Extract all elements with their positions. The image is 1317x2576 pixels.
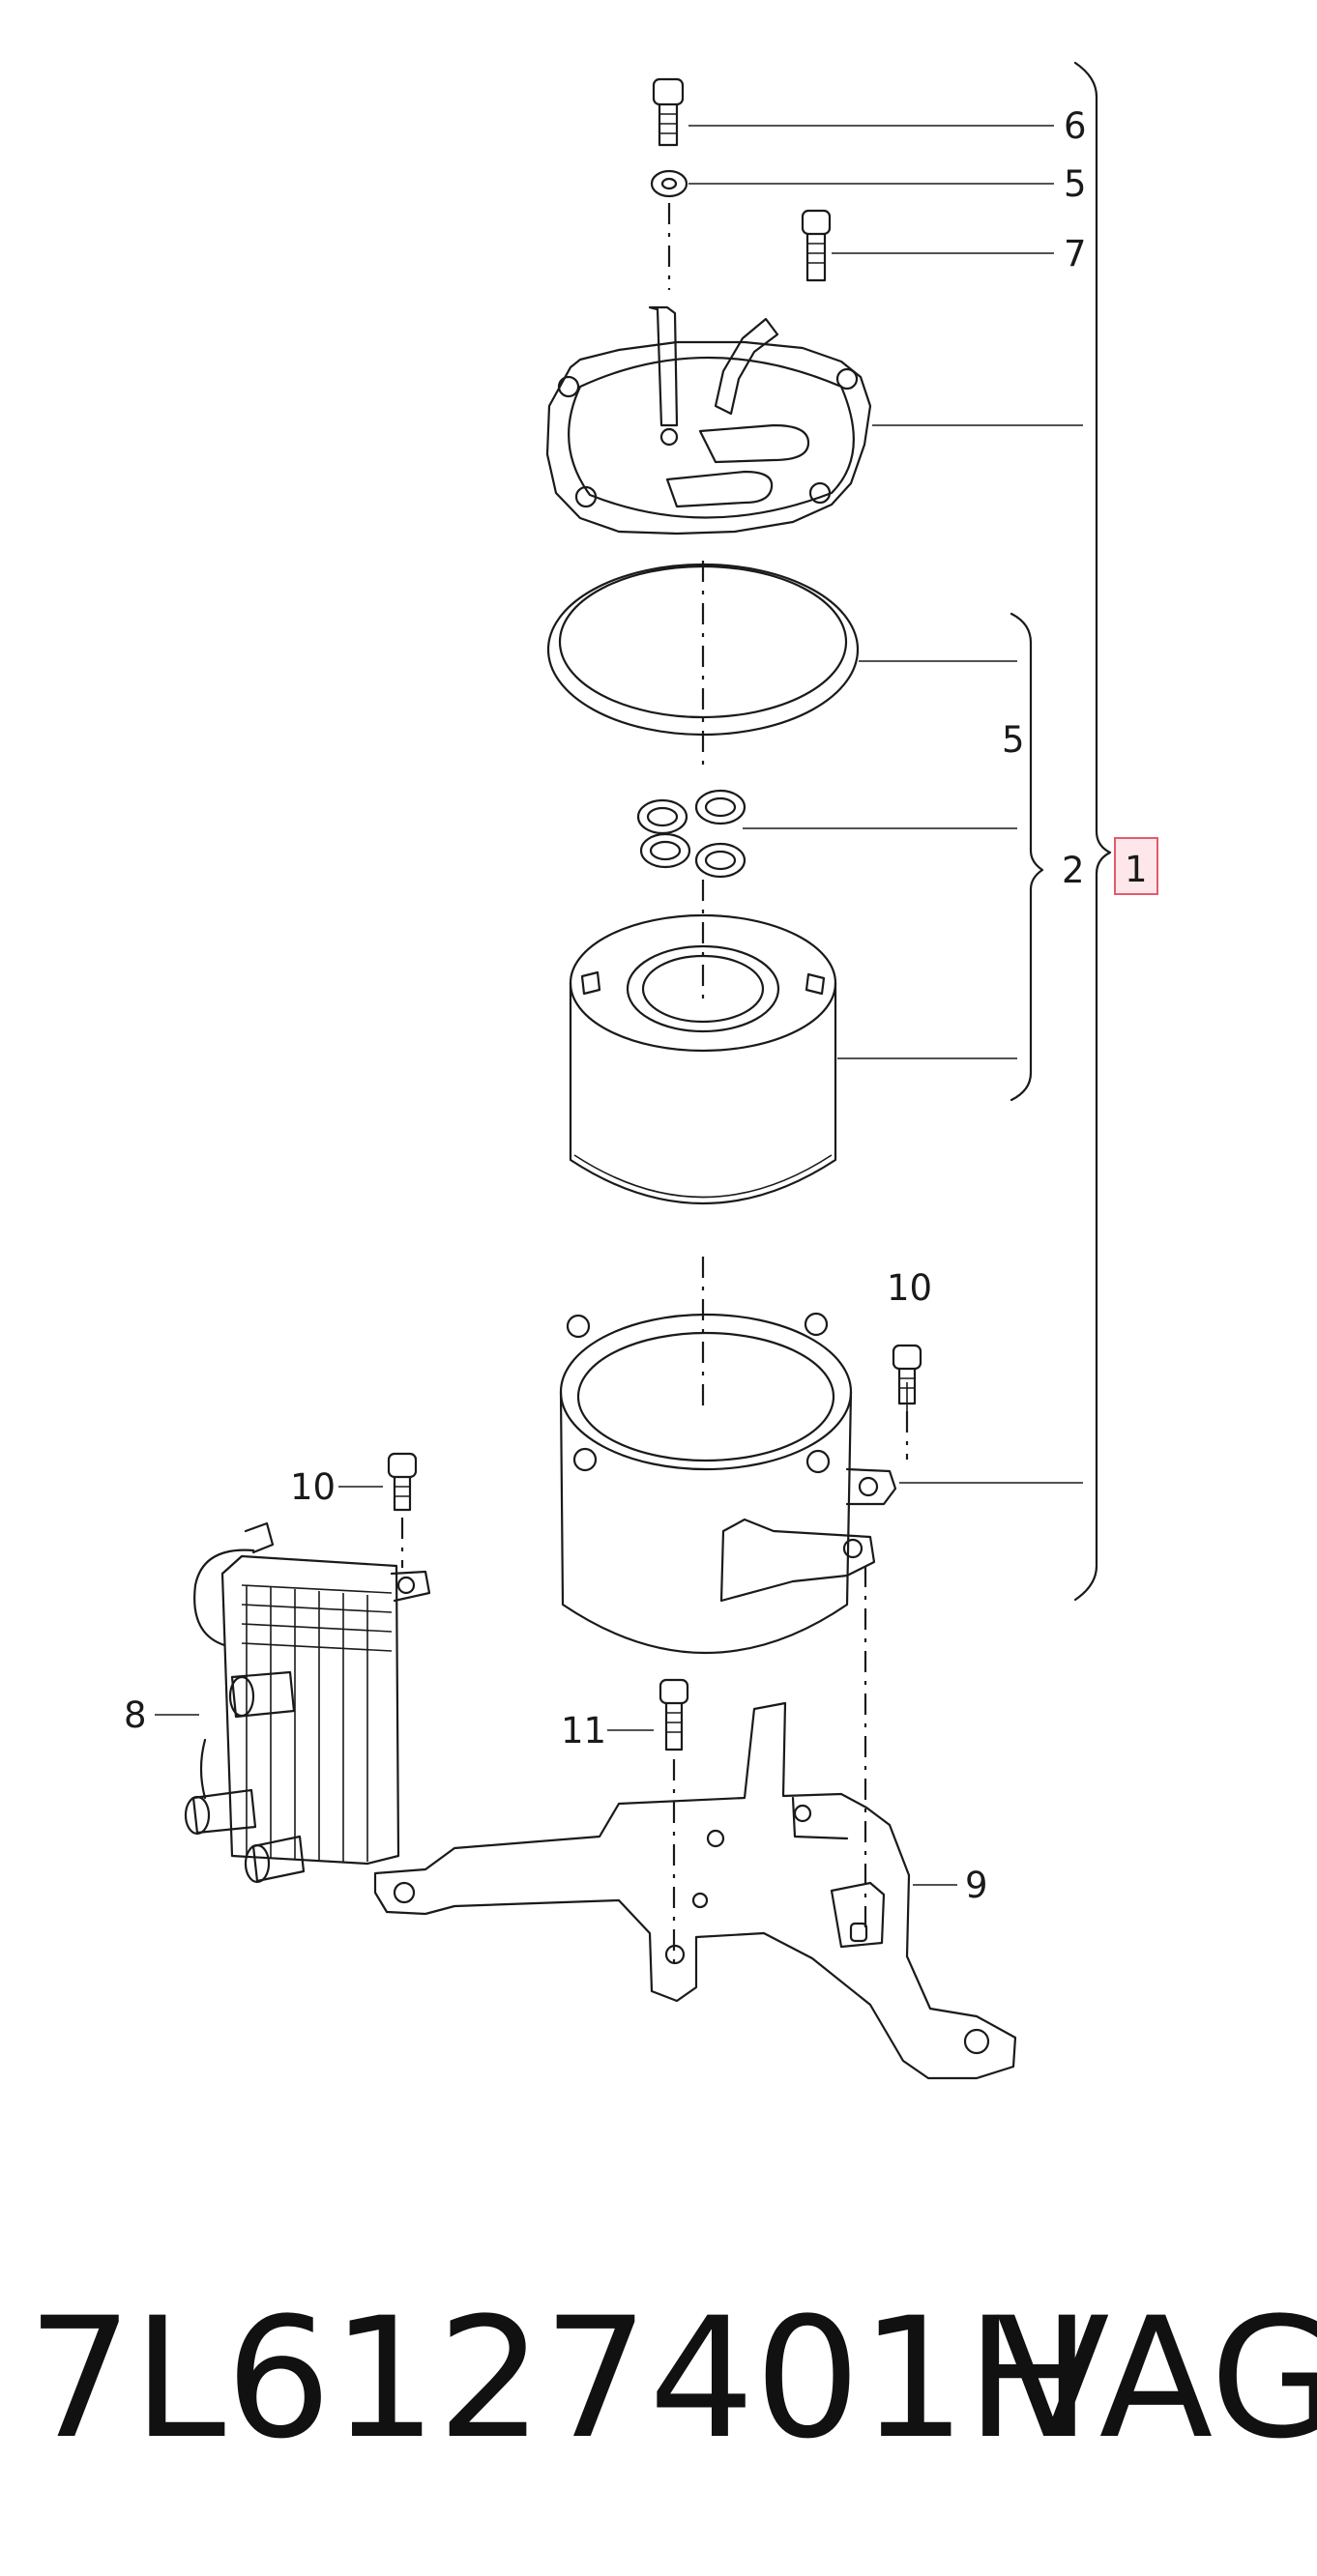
callout-1-highlight <box>1114 837 1158 895</box>
callout-6: 6 <box>1064 105 1087 147</box>
brace-group-2 <box>1010 612 1044 1102</box>
leader-lines <box>155 125 1083 1886</box>
washer-5 <box>650 169 688 198</box>
bolt-11 <box>658 1678 689 1751</box>
oil-cooler <box>184 1521 431 1884</box>
callout-5-washer: 5 <box>1064 163 1087 205</box>
brace-group-1 <box>1073 61 1112 1602</box>
filter-housing <box>559 1312 897 1654</box>
callout-10-left: 10 <box>290 1466 336 1508</box>
callout-7: 7 <box>1064 233 1087 275</box>
filter-lid <box>545 305 872 535</box>
bolt-10-left <box>387 1452 418 1512</box>
bolt-7 <box>801 209 832 282</box>
callout-10-right: 10 <box>887 1267 932 1309</box>
part-number: 7L6127401H <box>27 2281 1092 2475</box>
mounting-bracket <box>373 1701 1017 2080</box>
small-o-rings <box>636 789 746 879</box>
filter-element <box>569 913 837 1205</box>
bolt-6 <box>652 77 685 147</box>
callout-11: 11 <box>561 1710 606 1751</box>
brand-label: VAG <box>996 2281 1317 2475</box>
callout-8: 8 <box>124 1694 147 1736</box>
callout-2: 2 <box>1062 850 1085 891</box>
callout-1: 1 <box>1125 849 1148 890</box>
callout-5-seals: 5 <box>1002 719 1025 761</box>
callout-9: 9 <box>965 1865 988 1906</box>
